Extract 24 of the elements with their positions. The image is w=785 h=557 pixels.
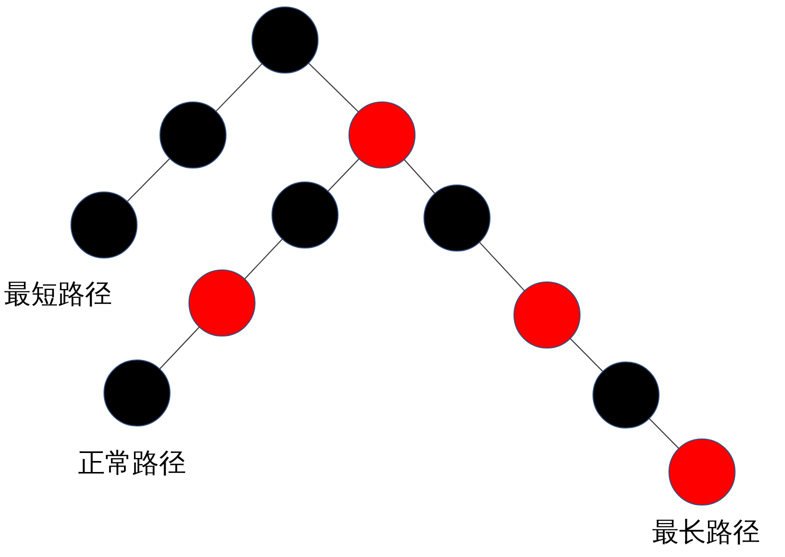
tree-edge-line bbox=[244, 238, 283, 280]
tree-node-circle bbox=[424, 184, 490, 252]
tree-edge-line bbox=[215, 63, 263, 112]
tree-edge-line bbox=[159, 326, 200, 370]
tree-edge-line bbox=[648, 418, 680, 450]
tree-node-circle bbox=[160, 102, 226, 168]
path-label: 最长路径 bbox=[652, 517, 760, 549]
tree-node-circle bbox=[70, 192, 138, 258]
path-label: 正常路径 bbox=[78, 448, 186, 480]
tree-edge-line bbox=[126, 158, 170, 202]
tree-node-circle bbox=[252, 6, 318, 74]
tree-node-circle bbox=[348, 102, 416, 168]
tree-node-circle bbox=[188, 270, 256, 336]
tree-node-circle bbox=[104, 360, 170, 426]
path-label: 最短路径 bbox=[4, 279, 112, 311]
tree-node-circle bbox=[514, 282, 580, 348]
tree-edge-line bbox=[327, 158, 360, 192]
tree-node-circle bbox=[668, 438, 736, 506]
tree-node-circle bbox=[592, 362, 660, 428]
tree-edge-line bbox=[478, 242, 526, 292]
tree-node-circle bbox=[272, 182, 338, 248]
tree-edge-line bbox=[308, 62, 359, 112]
tree-edge-line bbox=[570, 338, 604, 372]
tree-edge-line bbox=[404, 158, 436, 194]
